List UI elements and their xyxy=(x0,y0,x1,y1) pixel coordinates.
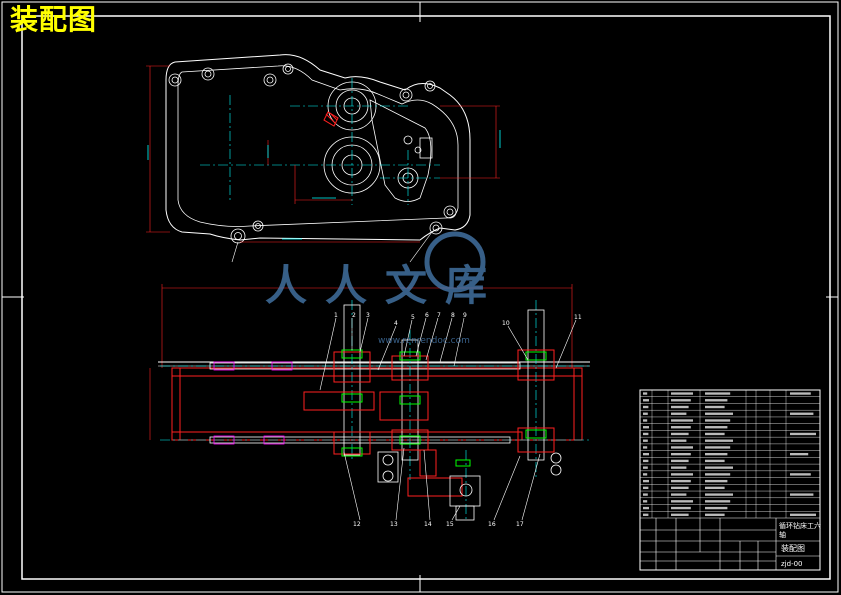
bom-text-mark xyxy=(643,479,649,483)
bom-text-mark xyxy=(671,513,689,516)
housing-top-view xyxy=(146,54,501,263)
bom-text-mark xyxy=(643,432,649,436)
balloon-4: 4 xyxy=(394,320,398,327)
bom-text-mark xyxy=(705,486,725,490)
bom-text-mark xyxy=(643,459,649,463)
bom-text-mark xyxy=(671,452,691,456)
bom-text-mark xyxy=(705,426,728,429)
balloon-6: 6 xyxy=(425,312,429,319)
bom-text-mark xyxy=(790,493,814,496)
bom-text-mark xyxy=(790,452,809,456)
bom-text-mark xyxy=(705,405,725,409)
drawing-type: 装配图 xyxy=(781,543,805,553)
balloon-5: 5 xyxy=(411,314,415,321)
bom-text-mark xyxy=(705,419,731,422)
bom-text-mark xyxy=(705,399,728,402)
bom-text-mark xyxy=(705,392,731,395)
balloon-12: 12 xyxy=(353,521,361,528)
drawing-title: 装配图 xyxy=(10,3,98,36)
bom-text-mark xyxy=(643,513,649,516)
balloon-labels: 1 2 3 4 5 6 7 8 9 10 11 12 13 14 15 16 1… xyxy=(334,312,582,528)
balloon-8: 8 xyxy=(451,312,455,319)
bom-text-mark xyxy=(643,446,648,449)
drawing-number: zjd-00 xyxy=(781,560,803,568)
balloon-10: 10 xyxy=(502,320,510,327)
bom-text-mark xyxy=(643,493,648,496)
bom-text-mark xyxy=(671,479,691,483)
bom-text-mark xyxy=(705,500,731,503)
bom-text-mark xyxy=(643,466,648,469)
part-name-line2: 轴 xyxy=(779,530,786,539)
bom-text-mark xyxy=(643,419,648,422)
bom-text-mark xyxy=(705,446,731,449)
bom-text-mark xyxy=(671,426,691,429)
bom-text-mark xyxy=(671,419,693,422)
bom-text-mark xyxy=(671,399,691,402)
bom-text-mark xyxy=(705,473,731,476)
bom-text-mark xyxy=(671,506,691,510)
bom-text-mark xyxy=(705,493,733,496)
balloon-2: 2 xyxy=(352,312,356,319)
bom-text-mark xyxy=(705,452,728,456)
bom-text-mark xyxy=(643,399,649,402)
bom-text-mark xyxy=(671,432,689,436)
bom-text-mark xyxy=(671,439,687,442)
bom-text-mark xyxy=(643,486,649,490)
bom-text-mark xyxy=(671,500,693,503)
bom-text-mark xyxy=(790,392,811,395)
bom-text-mark xyxy=(790,473,811,476)
bom-text-mark xyxy=(643,412,648,415)
bom-text-mark xyxy=(705,412,733,415)
bom-text-mark xyxy=(705,506,728,510)
bom-text-mark xyxy=(643,405,649,409)
bom-text-mark xyxy=(671,392,693,395)
bom-text-mark xyxy=(643,439,648,442)
bom-text-mark xyxy=(705,466,733,469)
balloon-16: 16 xyxy=(488,521,496,528)
bom-text-mark xyxy=(790,412,814,415)
bom-text-mark xyxy=(643,392,648,395)
bom-text-mark xyxy=(705,479,728,483)
bom-text-mark xyxy=(671,412,687,415)
balloon-11: 11 xyxy=(574,314,582,321)
watermark-url: www.renrendoc.com xyxy=(378,336,470,346)
bom-text-mark xyxy=(705,513,725,516)
watermark-text: 人人文库 xyxy=(265,261,505,310)
bom-text-mark xyxy=(671,473,693,476)
bom-text-mark xyxy=(643,473,648,476)
bom-text-mark xyxy=(643,500,648,503)
bom-text-mark xyxy=(705,439,733,442)
balloon-17: 17 xyxy=(516,521,524,528)
balloon-9: 9 xyxy=(463,312,467,319)
bom-text-mark xyxy=(671,486,689,490)
bom-text-mark xyxy=(671,493,687,496)
part-name-line1: 循环钻床工六 xyxy=(779,521,821,530)
bom-text-mark xyxy=(790,432,816,436)
balloon-14: 14 xyxy=(424,521,432,528)
watermark-logo-ring xyxy=(424,231,486,293)
shaft-section-view: 1 2 3 4 5 6 7 8 9 10 11 12 13 14 15 16 1… xyxy=(149,284,590,528)
balloon-15: 15 xyxy=(446,521,454,528)
bom-text-mark xyxy=(671,446,693,449)
title-block: 循环钻床工六 轴 装配图 zjd-00 xyxy=(639,389,821,571)
balloon-1: 1 xyxy=(334,312,338,319)
watermark: 人人文库 www.renrendoc.com xyxy=(265,231,505,346)
bom-text-mark xyxy=(671,466,687,469)
bom-text-mark xyxy=(643,452,649,456)
bom-text-mark xyxy=(671,459,689,463)
bom-text-mark xyxy=(705,432,725,436)
balloon-7: 7 xyxy=(437,312,441,319)
bom-text-mark xyxy=(643,426,649,429)
bom-text-mark xyxy=(790,513,816,516)
balloon-3: 3 xyxy=(366,312,370,319)
bom-text-mark xyxy=(705,459,725,463)
balloon-13: 13 xyxy=(390,521,398,528)
bom-text-mark xyxy=(643,506,649,510)
bom-text-mark xyxy=(671,405,689,409)
